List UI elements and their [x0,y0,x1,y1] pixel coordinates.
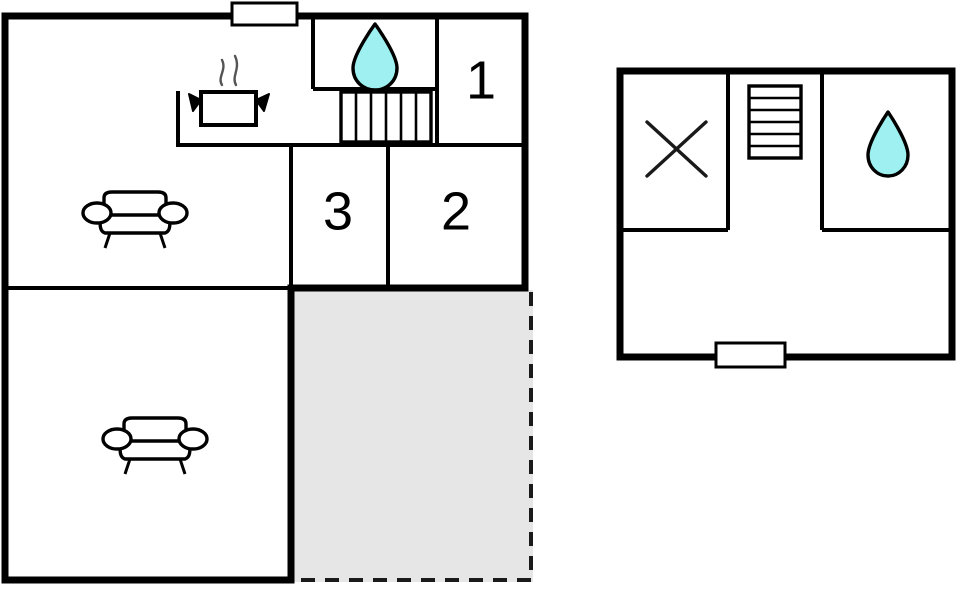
sofa-arm-left-upper [81,201,113,225]
door-icon-second-entrance [714,341,787,369]
stove-handle-left [188,93,202,112]
second-floor-building [616,67,956,369]
sofa-icon-lounge [101,416,209,475]
stove-handle-right [255,93,270,112]
sofa-arm-right-lower [177,427,209,451]
stove-icon [188,54,270,127]
water-drop-shape-main [351,22,399,92]
sofa-icon-living-room [81,190,189,249]
cross-icon [645,120,708,178]
sofa-leg-right-upper [158,232,167,249]
main-floor-building: 1 3 2 [1,1,533,584]
stove-pot-body [199,90,258,127]
sofa-arm-right-upper [157,201,189,225]
door-icon-main-entrance [230,1,299,27]
room-label-2: 2 [441,181,471,241]
cross-stroke-2 [645,120,708,178]
steam-line-1 [219,58,225,87]
door-opening-rect [230,1,299,27]
room-label-1: 1 [466,50,496,110]
terrace-dashed-boundary [293,292,533,582]
sofa-leg-left-lower [123,458,132,475]
door-opening-rect-second [714,341,787,369]
sofa-leg-right-lower [178,458,187,475]
room-label-3: 3 [323,181,353,241]
stairs-icon-main [339,90,433,144]
water-drop-shape-second [866,110,910,178]
sofa-arm-left-lower [101,427,133,451]
sofa-leg-left-upper [103,232,112,249]
water-drop-icon-second [866,110,910,178]
water-drop-icon-main [351,22,399,92]
terrace-area [291,290,533,582]
steam-line-2 [233,54,239,87]
stairs-icon-second [747,84,803,160]
